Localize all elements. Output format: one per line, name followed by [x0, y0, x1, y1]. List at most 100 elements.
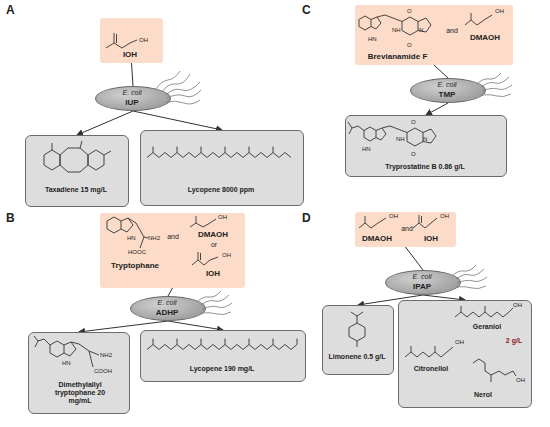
drawing-stroke — [359, 218, 386, 228]
drawing-stroke — [201, 295, 229, 305]
node-text: E. coli — [131, 299, 203, 307]
atom-label: HN — [368, 36, 377, 42]
atom-label: N — [423, 136, 427, 142]
drawing-stroke — [351, 312, 357, 316]
node-text: IOH — [186, 269, 240, 278]
drawing-stroke — [359, 16, 371, 30]
node-text: E. coli — [411, 81, 483, 89]
drawing-stroke — [461, 306, 462, 312]
drawing-stroke — [491, 375, 492, 382]
drawing-stroke — [249, 147, 250, 153]
atom-label: NH2 — [148, 235, 160, 241]
drawing-stroke — [88, 150, 104, 170]
product-box: Lycopene 8000 ppm — [140, 130, 304, 206]
atom-label: NH — [396, 136, 405, 142]
panel-letter: C — [302, 4, 311, 16]
drawing-stroke — [200, 253, 201, 260]
drawing-stroke — [349, 323, 365, 341]
node-text: E. coli — [386, 273, 458, 281]
drawing-stroke — [80, 141, 82, 148]
drawing-stroke — [413, 218, 437, 228]
drawing-stroke — [402, 17, 418, 35]
atom-label: N — [419, 27, 423, 33]
drawing-stroke — [407, 128, 423, 146]
atom-label: HN — [127, 235, 136, 241]
panel-letter: A — [6, 4, 15, 16]
drawing-stroke — [452, 265, 476, 276]
drawing-stroke — [64, 342, 76, 356]
drawing-stroke — [153, 339, 154, 345]
drawing-stroke — [357, 316, 358, 323]
drawing-stroke — [364, 127, 376, 141]
atom-label: HN — [362, 146, 371, 152]
bacterium: E. coliTMP — [410, 78, 486, 103]
drawing-stroke — [166, 82, 200, 95]
bacterium: E. coliADHP — [130, 296, 206, 321]
drawing-stroke — [479, 359, 516, 376]
drawing-stroke — [411, 346, 412, 352]
drawing-stroke — [435, 346, 436, 352]
node-text: Citronellol — [399, 365, 463, 373]
drawing-stroke — [52, 143, 53, 150]
panel-letter: B — [6, 212, 15, 224]
drawing-stroke — [177, 147, 178, 153]
taxadiene-structure — [26, 136, 130, 208]
drawing-stroke — [419, 215, 420, 223]
product-box: Limonene 0.5 g/L — [322, 305, 394, 375]
drawing-stroke — [377, 15, 402, 22]
drawing-stroke — [167, 90, 201, 98]
atom-label: OH — [139, 37, 148, 43]
drawing-stroke — [35, 341, 38, 347]
drawing-stroke — [457, 277, 487, 283]
node-text: Limonene 0.5 g/L — [323, 353, 391, 361]
drawing-stroke — [140, 237, 144, 248]
drawing-stroke — [405, 347, 453, 357]
drawing-stroke — [196, 216, 197, 223]
substrate-box: TryptophaneandDMAOHorIOH — [100, 213, 245, 288]
product-box: Dimethylallyl tryptophane 20 mg/mL — [28, 332, 130, 414]
atom-label: OH — [218, 214, 227, 220]
drawing-stroke — [349, 128, 352, 134]
atom-label: COOH — [94, 368, 112, 374]
drawing-stroke — [44, 150, 60, 170]
drawing-stroke — [473, 359, 479, 363]
bacterium: E. coliIPAP — [385, 270, 461, 295]
node-text: Tryprostatine B 0.86 g/L — [346, 163, 504, 171]
drawing-stroke — [202, 303, 232, 309]
drawing-stroke — [273, 339, 274, 345]
node-text: Taxadiene 15 mg/L — [26, 186, 126, 194]
drawing-stroke — [365, 216, 366, 223]
atom-label: O — [407, 42, 412, 48]
atom-label: OH — [455, 339, 464, 345]
connector — [426, 103, 448, 115]
substrate-box: Brevianamide FandDMAOH — [355, 5, 513, 65]
drawing-stroke — [201, 147, 202, 153]
drawing-stroke — [357, 341, 358, 347]
drawing-stroke — [190, 219, 216, 227]
drawing-stroke — [456, 269, 484, 279]
drawing-stroke — [376, 128, 386, 140]
drawing-stroke — [201, 312, 231, 315]
drawing-stroke — [421, 216, 422, 223]
node-text: 2 g/L — [499, 337, 529, 345]
drawing-stroke — [485, 306, 486, 312]
product-box: Geraniol2 g/LCitronellolNerol — [398, 300, 532, 408]
drawing-stroke — [456, 286, 486, 289]
drawing-stroke — [348, 122, 364, 131]
atom-label: HN — [62, 360, 71, 366]
node-text: Lycopene 8000 ppm — [141, 186, 301, 194]
monoterpenol-structures — [399, 301, 533, 409]
product-box: Lycopene 190 mg/L — [140, 330, 306, 382]
drawing-stroke — [114, 33, 115, 43]
drawing-stroke — [89, 351, 93, 367]
connector — [168, 288, 173, 296]
drawing-stroke — [382, 126, 407, 133]
drawing-stroke — [225, 147, 226, 153]
lycopene-structure — [141, 131, 305, 207]
drawing-stroke — [198, 252, 199, 260]
atom-label: OH — [495, 8, 504, 14]
node-text: IUP — [96, 98, 168, 107]
node-text: DMAOH — [186, 230, 240, 239]
drawing-stroke — [107, 217, 121, 233]
